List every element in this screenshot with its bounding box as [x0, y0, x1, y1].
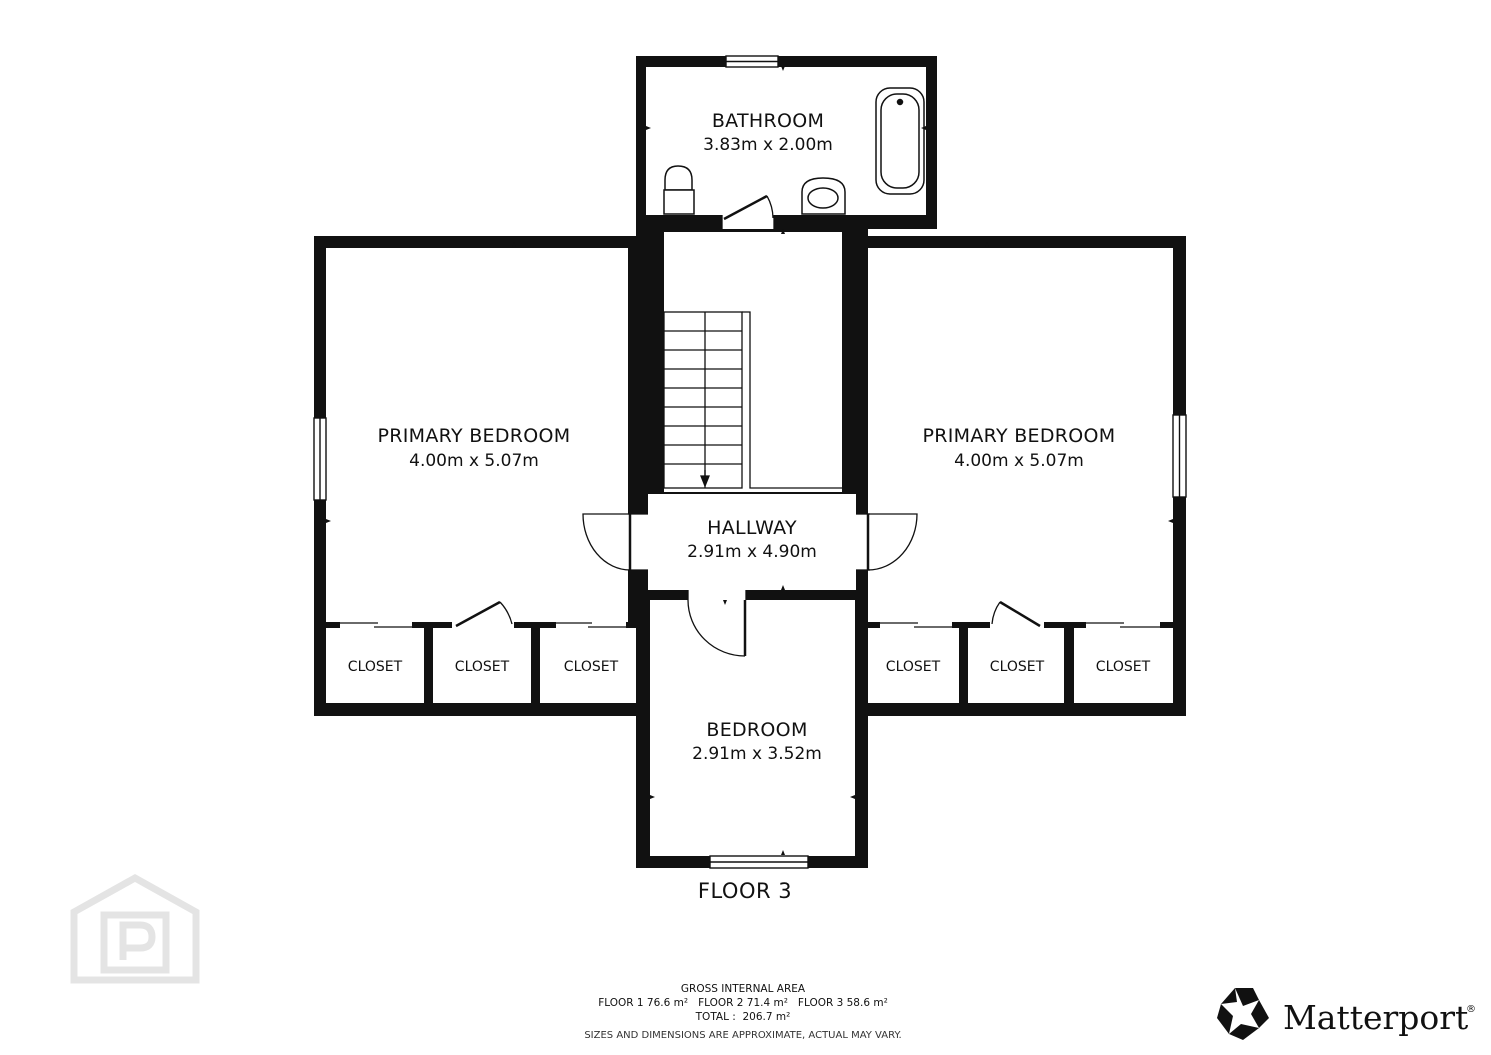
closet-label: CLOSET: [1096, 659, 1151, 675]
area-total: TOTAL : 206.7 m²: [695, 1011, 791, 1023]
brand-name: Matterport: [1283, 998, 1468, 1037]
closet-label: CLOSET: [455, 659, 510, 675]
bedroom-dimensions: 2.91m x 3.52m: [692, 744, 822, 764]
primary-bedroom-left-label: PRIMARY BEDROOM: [378, 425, 571, 447]
closet-label: CLOSET: [564, 659, 619, 675]
doors: [340, 194, 1160, 657]
area-heading: GROSS INTERNAL AREA: [681, 983, 806, 995]
area-floors: FLOOR 1 76.6 m² FLOOR 2 71.4 m² FLOOR 3 …: [598, 997, 888, 1009]
windows: [313, 55, 1187, 869]
bathroom-fixtures: [663, 87, 925, 215]
toilet-icon: [664, 165, 693, 191]
room-interiors: [326, 67, 1173, 856]
floor-title: FLOOR 3: [698, 879, 792, 903]
hallway-label: HALLWAY: [707, 517, 797, 539]
bathroom-label: BATHROOM: [712, 110, 824, 132]
staircase: [663, 311, 842, 489]
hallway-dimensions: 2.91m x 4.90m: [687, 542, 817, 562]
matterport-logo-icon: [1217, 988, 1269, 1040]
bedroom-label: BEDROOM: [706, 719, 807, 741]
measurement-ticks: [326, 66, 1173, 855]
primary-bedroom-right-label: PRIMARY BEDROOM: [923, 425, 1116, 447]
primary-bedroom-left-dimensions: 4.00m x 5.07m: [409, 451, 539, 471]
bathroom-dimensions: 3.83m x 2.00m: [703, 135, 833, 155]
closet-label: CLOSET: [886, 659, 941, 675]
area-disclaimer: SIZES AND DIMENSIONS ARE APPROXIMATE, AC…: [584, 1030, 901, 1041]
property-watermark-icon: [70, 873, 200, 984]
closet-label: CLOSET: [990, 659, 1045, 675]
primary-bedroom-right-dimensions: 4.00m x 5.07m: [954, 451, 1084, 471]
closet-label: CLOSET: [348, 659, 403, 675]
brand-registered-mark: ®: [1466, 1004, 1476, 1015]
